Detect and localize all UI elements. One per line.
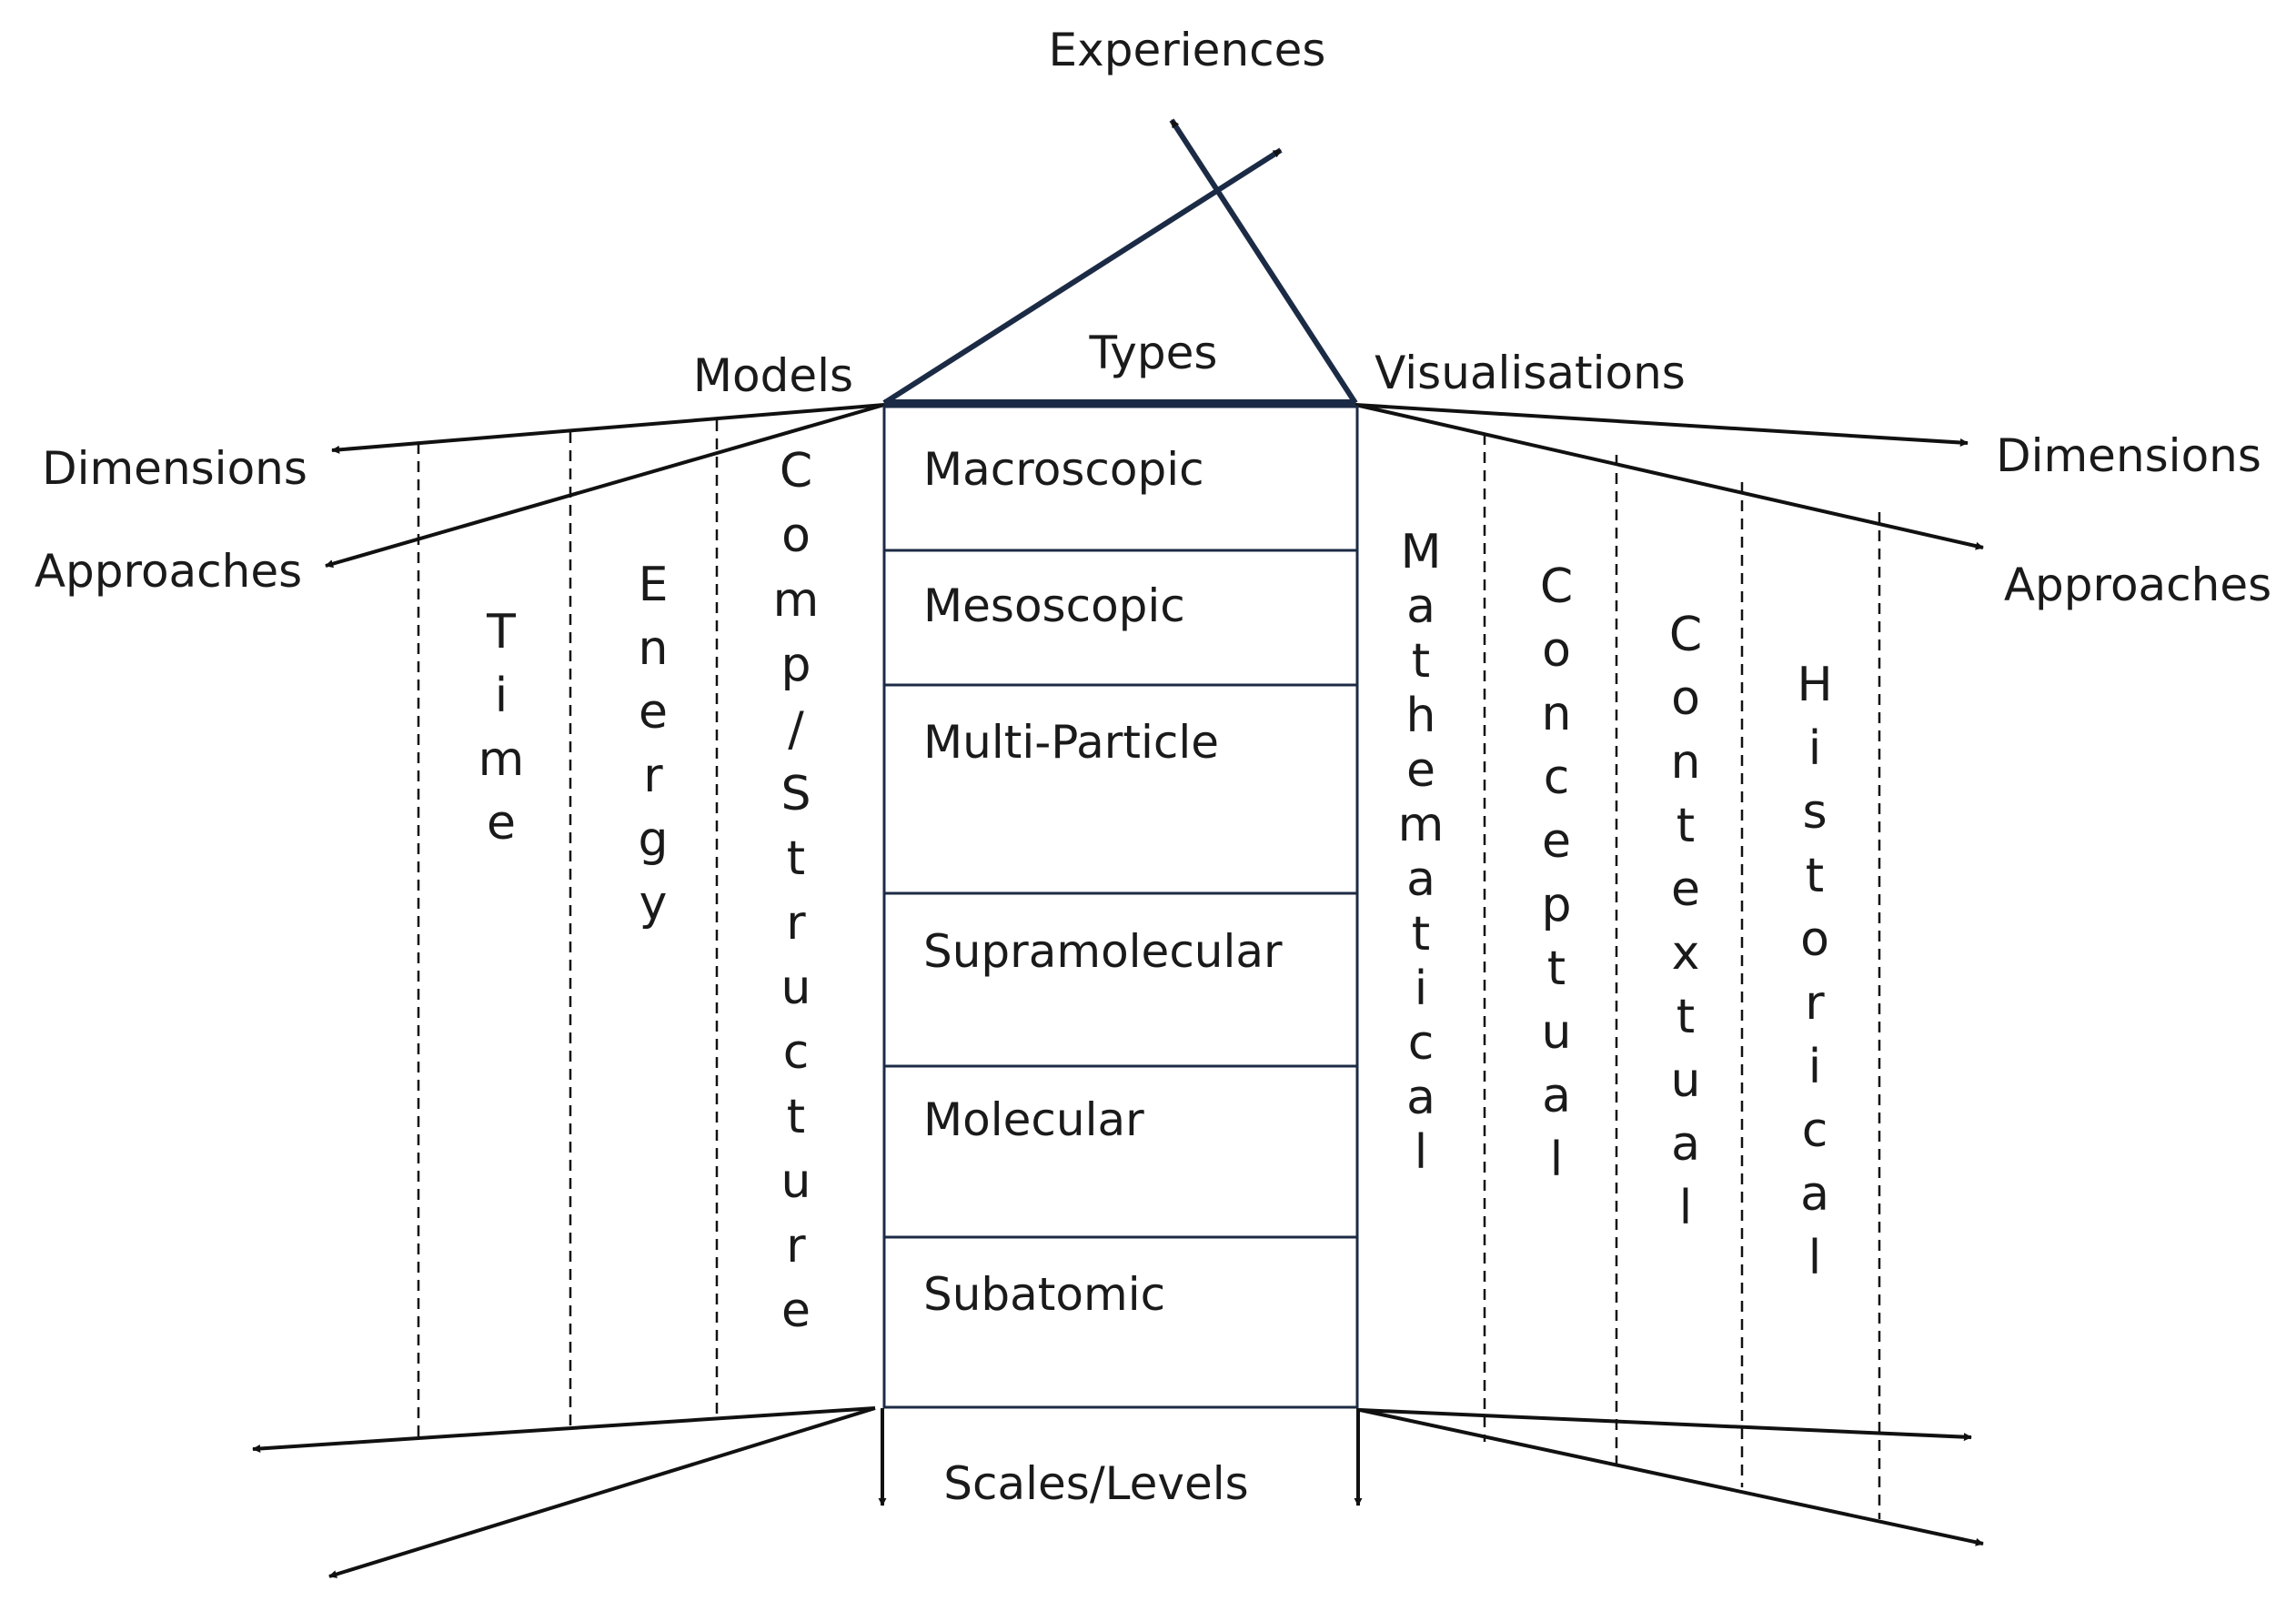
level-subatomic: Subatomic — [923, 1268, 1165, 1321]
level-macroscopic: Macroscopic — [923, 443, 1204, 496]
scale-arrows — [878, 1408, 1363, 1506]
left-approaches-label: Approaches — [35, 545, 302, 598]
right-top-axes — [1354, 403, 1984, 550]
right-bottom-axes — [1359, 1408, 1984, 1546]
visualisations-label: Visualisations — [1375, 347, 1686, 399]
left-bottom-axes — [252, 1406, 876, 1578]
right-approaches-label: Approaches — [2004, 559, 2271, 611]
left-dimensions-label: Dimensions — [42, 442, 307, 495]
scales-levels-label: Scales/Levels — [943, 1457, 1248, 1510]
levels-box — [882, 405, 1359, 1409]
right-column-dividers — [1483, 434, 1881, 1519]
right-dimensions-label: Dimensions — [1996, 429, 2261, 482]
left-column-dividers — [417, 420, 719, 1440]
types-label: Types — [1089, 327, 1218, 379]
level-mesoscopic: Mesoscopic — [923, 579, 1185, 632]
level-multi-particle: Multi-Particle — [923, 716, 1219, 769]
level-molecular: Molecular — [923, 1093, 1144, 1146]
models-label: Models — [693, 349, 853, 402]
level-supramolecular: Supramolecular — [923, 925, 1283, 978]
experiences-label: Experiences — [1049, 24, 1326, 76]
types-triangle — [882, 118, 1358, 407]
